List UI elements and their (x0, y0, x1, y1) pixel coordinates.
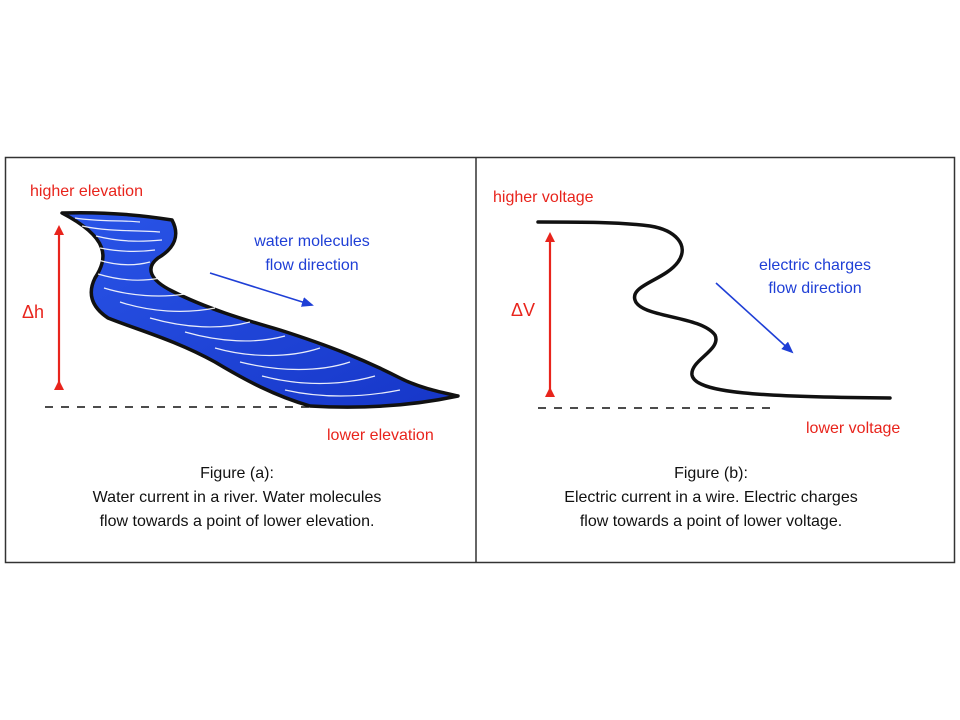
charge-flow-label-line2: flow direction (768, 280, 861, 297)
charge-flow-label-line1: electric charges (759, 257, 871, 274)
higher-voltage-label: higher voltage (493, 189, 594, 206)
panel-a: higher elevation Δh water molecules (22, 183, 460, 530)
river-flow-lines (74, 217, 401, 397)
delta-v-label: ΔV (511, 300, 535, 320)
river-shape (60, 211, 460, 409)
lower-voltage-label: lower voltage (806, 420, 900, 437)
delta-h-label: Δh (22, 302, 44, 322)
water-flow-label-line1: water molecules (253, 233, 370, 250)
charge-flow-arrow (715, 282, 794, 354)
higher-elevation-label: higher elevation (30, 183, 143, 200)
caption-b-line3: flow towards a point of lower voltage. (580, 513, 842, 530)
wire-path (536, 220, 892, 400)
lower-elevation-label: lower elevation (327, 427, 434, 444)
caption-a-line2: Water current in a river. Water molecule… (93, 489, 382, 506)
water-flow-arrow (209, 272, 314, 307)
caption-a-line3: flow towards a point of lower elevation. (100, 513, 375, 530)
caption-b-line2: Electric current in a wire. Electric cha… (564, 489, 857, 506)
panel-b: higher voltage ΔV electric charges flow … (493, 189, 900, 530)
caption-b-line1: Figure (b): (674, 465, 748, 482)
caption-a-line1: Figure (a): (200, 465, 274, 482)
water-flow-label-line2: flow direction (265, 257, 358, 274)
